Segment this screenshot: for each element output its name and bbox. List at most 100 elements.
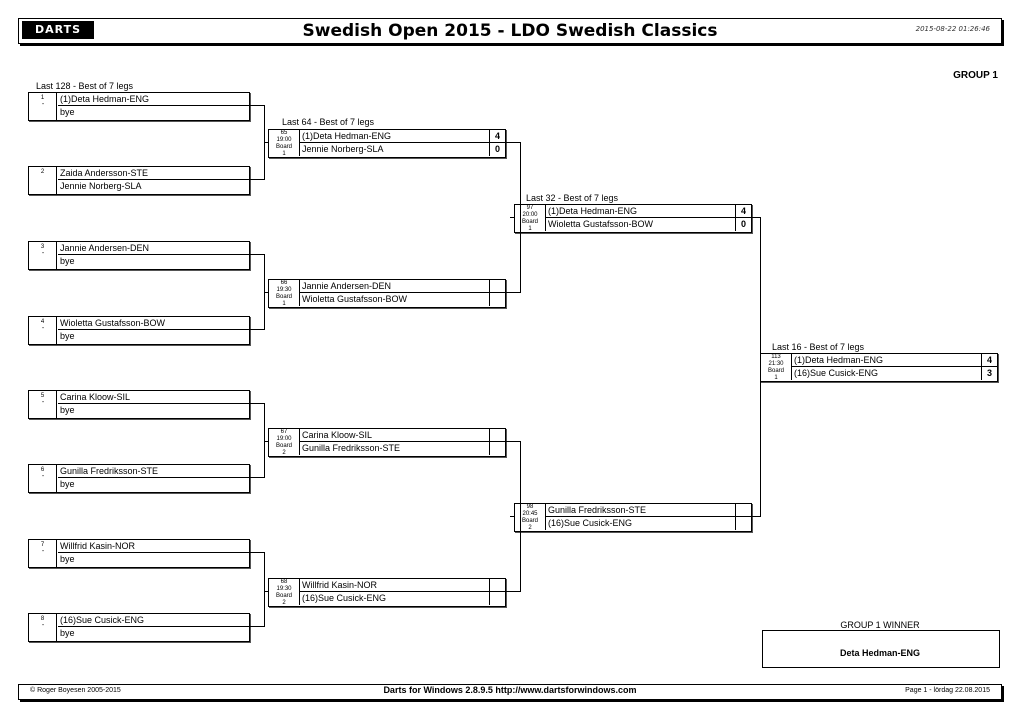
score bbox=[489, 429, 505, 442]
seed-dash: - bbox=[41, 622, 45, 629]
score bbox=[735, 517, 751, 530]
bracket-line bbox=[264, 552, 265, 627]
footer-page: Page 1 - lördag 22.08.2015 bbox=[905, 687, 990, 694]
bracket-line bbox=[250, 626, 264, 627]
footer-copyright: © Roger Boyesen 2005-2015 bbox=[30, 687, 121, 694]
seed-dash: - bbox=[41, 250, 45, 257]
player-name: (16)Sue Cusick-ENG bbox=[791, 367, 981, 380]
player-name: (16)Sue Cusick-ENG bbox=[58, 614, 249, 627]
player-name: Carina Kloow-SIL bbox=[58, 391, 249, 404]
score: 3 bbox=[981, 367, 997, 380]
player-name: Jannie Andersen-DEN bbox=[58, 242, 249, 255]
bracket-line bbox=[250, 254, 264, 255]
player-name: (1)Deta Hedman-ENG bbox=[791, 354, 981, 367]
score: 4 bbox=[735, 205, 751, 218]
bracket-line bbox=[250, 552, 264, 553]
board-label: Board bbox=[275, 443, 292, 449]
score bbox=[489, 592, 505, 605]
match-time: 21:30 bbox=[768, 361, 784, 367]
match-time: 20:00 bbox=[522, 212, 538, 218]
match-time: 19:00 bbox=[276, 137, 292, 143]
bracket-line bbox=[520, 142, 521, 293]
player-name: bye bbox=[60, 256, 75, 266]
bracket-line bbox=[264, 591, 268, 592]
board-number: 2 bbox=[528, 525, 532, 531]
match-time: 20:45 bbox=[522, 511, 538, 517]
bracket-line bbox=[752, 217, 760, 218]
player-name: Zaida Andersson-STE bbox=[58, 167, 249, 180]
round-label-last16: Last 16 - Best of 7 legs bbox=[772, 342, 865, 352]
seed-number: 8 bbox=[29, 614, 57, 641]
match-time: 19:30 bbox=[276, 586, 292, 592]
winner-name: Deta Hedman-ENG bbox=[839, 648, 920, 658]
match-number: 97 bbox=[526, 205, 534, 211]
match-time: 19:00 bbox=[276, 436, 292, 442]
player-name: (16)Sue Cusick-ENG bbox=[299, 592, 489, 605]
player-name: Jannie Andersen-DEN bbox=[299, 280, 489, 293]
round-label-last128: Last 128 - Best of 7 legs bbox=[36, 81, 134, 91]
player-name: Willfrid Kasin-NOR bbox=[299, 579, 489, 592]
seed-number: 4 bbox=[29, 317, 57, 344]
bracket-line bbox=[250, 105, 264, 106]
match-number: 98 bbox=[526, 504, 534, 510]
board-label: Board bbox=[275, 144, 292, 150]
match-number: 65 bbox=[280, 130, 288, 136]
winner-label: GROUP 1 WINNER bbox=[840, 620, 920, 630]
score bbox=[489, 579, 505, 592]
board-number: 1 bbox=[282, 151, 286, 157]
seed-number: 3 bbox=[29, 242, 57, 269]
score: 0 bbox=[735, 218, 751, 231]
board-label: Board bbox=[275, 593, 292, 599]
board-number: 1 bbox=[282, 301, 286, 307]
board-label: Board bbox=[521, 219, 538, 225]
bracket-line bbox=[264, 142, 268, 143]
seed-number: 2 bbox=[29, 167, 57, 194]
seed-dash: - bbox=[41, 548, 45, 555]
round-label-last32: Last 32 - Best of 7 legs bbox=[526, 193, 619, 203]
bracket-line bbox=[264, 403, 265, 478]
player-name: bye bbox=[60, 479, 75, 489]
seed-number: 6 bbox=[29, 465, 57, 492]
winner-box bbox=[762, 630, 1000, 668]
player-name: Gunilla Fredriksson-STE bbox=[299, 442, 489, 455]
seed-dash: - bbox=[41, 399, 45, 406]
board-number: 1 bbox=[774, 375, 778, 381]
round-label-last64: Last 64 - Best of 7 legs bbox=[282, 117, 375, 127]
board-number: 2 bbox=[282, 450, 286, 456]
score: 0 bbox=[489, 143, 505, 156]
bracket-line bbox=[264, 441, 268, 442]
seed-number: 7 bbox=[29, 540, 57, 567]
score bbox=[489, 280, 505, 293]
bracket-line bbox=[506, 441, 520, 442]
bracket-line bbox=[250, 329, 264, 330]
bracket-line bbox=[506, 292, 520, 293]
seed-number: 1 bbox=[29, 93, 57, 120]
player-name: Carina Kloow-SIL bbox=[299, 429, 489, 442]
score bbox=[489, 442, 505, 455]
bracket-line bbox=[510, 217, 514, 218]
player-name: (1)Deta Hedman-ENG bbox=[299, 130, 489, 143]
player-name: Wioletta Gustafsson-BOW bbox=[58, 317, 249, 330]
bracket-line bbox=[264, 292, 268, 293]
bracket-line bbox=[250, 403, 264, 404]
board-label: Board bbox=[275, 294, 292, 300]
player-name: bye bbox=[60, 107, 75, 117]
score: 4 bbox=[981, 354, 997, 367]
bracket-line bbox=[760, 217, 761, 517]
group-label: GROUP 1 bbox=[953, 70, 998, 81]
match-number: 113 bbox=[771, 354, 781, 360]
score bbox=[489, 293, 505, 306]
player-name: bye bbox=[60, 405, 75, 415]
